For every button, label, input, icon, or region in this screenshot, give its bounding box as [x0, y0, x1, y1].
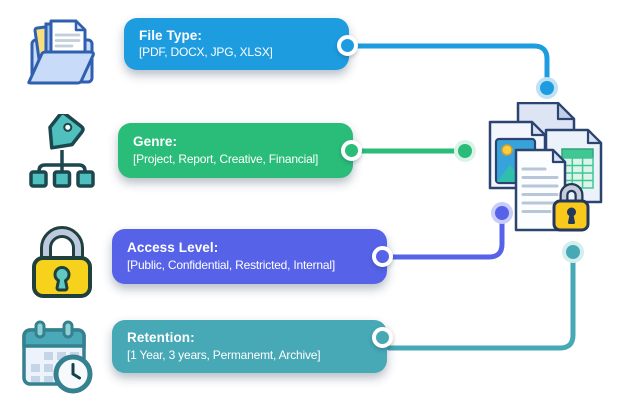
pill-genre-label: Genre: — [133, 134, 178, 150]
pill-file-type-label: File Type: — [139, 27, 203, 43]
padlock-icon — [30, 218, 94, 303]
calendar-clock-icon — [20, 318, 96, 399]
pill-genre-values: [Project, Report, Creative, Financial] — [133, 151, 319, 166]
pill-file-type-values: [PDF, DOCX, JPG, XLSX] — [139, 45, 273, 60]
pill-retention-values: [1 Year, 3 years, Permanemt, Archive] — [127, 347, 321, 362]
connector-dot-filetype — [536, 77, 558, 99]
pill-retention: Retention: [1 Year, 3 years, Permanemt, … — [112, 320, 387, 373]
connector-ring-filetype — [337, 35, 358, 56]
connector-ring-retention — [372, 327, 393, 348]
lock-icon — [552, 183, 590, 232]
pill-genre: Genre: [Project, Report, Creative, Finan… — [118, 123, 353, 178]
pill-access-level-values: [Public, Confidential, Restricted, Inter… — [127, 257, 335, 272]
tag-hierarchy-icon — [26, 111, 98, 193]
pill-access-level: Access Level: [Public, Confidential, Res… — [112, 229, 387, 284]
connector-dot-retention — [562, 241, 584, 263]
connector-dot-genre — [454, 140, 476, 162]
pill-file-type: File Type: [PDF, DOCX, JPG, XLSX] — [124, 18, 349, 70]
connector-line-filetype — [353, 43, 550, 81]
connector-ring-genre — [341, 140, 362, 161]
connector-ring-access — [372, 246, 393, 267]
connector-line-retention — [386, 260, 576, 351]
document-stack-illustration — [488, 102, 603, 232]
connector-line-access — [388, 221, 505, 260]
connector-dot-access — [491, 202, 513, 224]
pill-retention-label: Retention: — [127, 330, 195, 346]
open-folder-icon — [24, 12, 100, 93]
pill-access-level-label: Access Level: — [127, 240, 219, 256]
